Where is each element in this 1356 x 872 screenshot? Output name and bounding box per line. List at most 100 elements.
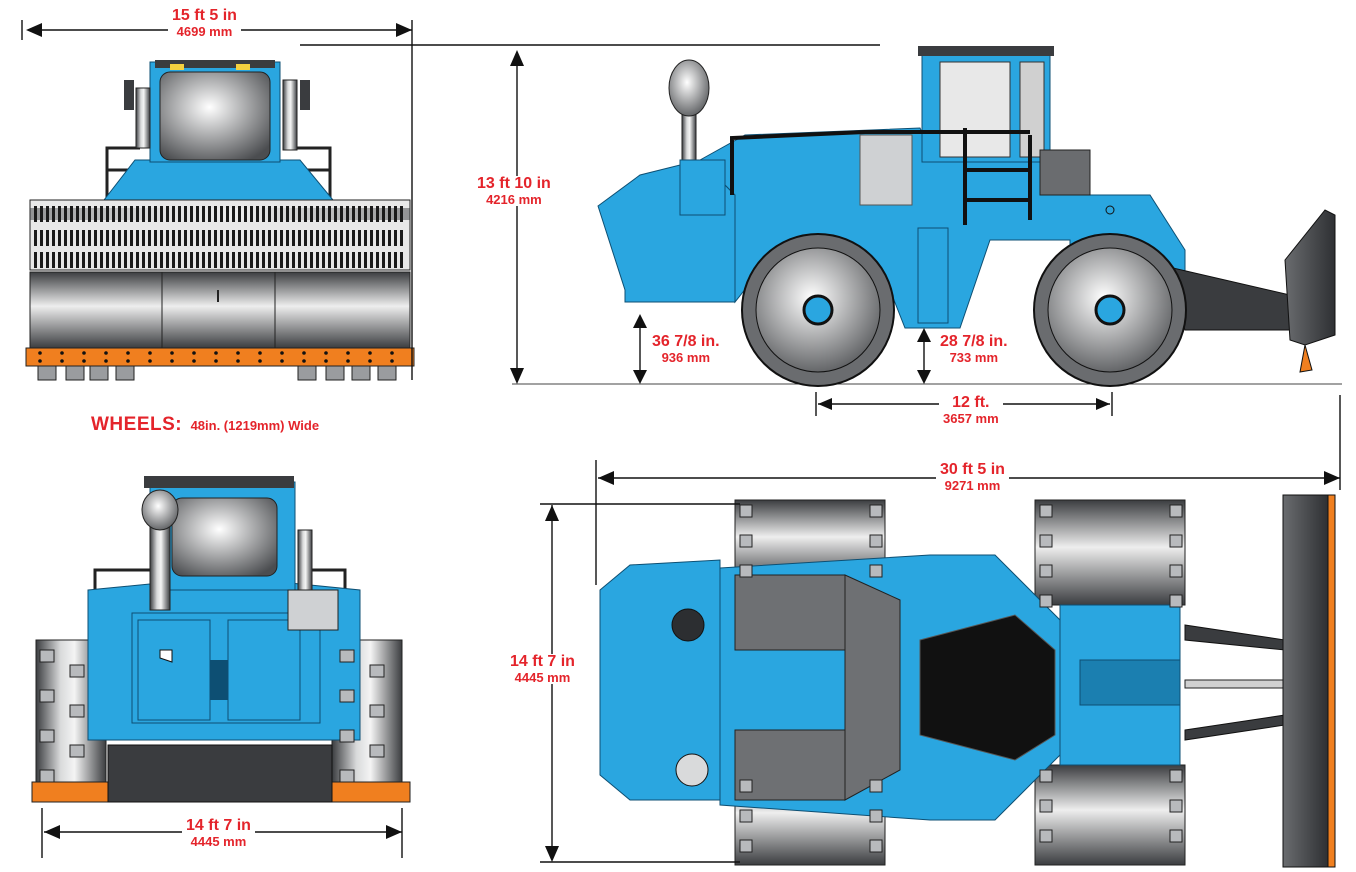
grille-slot — [208, 206, 211, 222]
grille-slot — [40, 230, 43, 246]
bolt — [346, 359, 350, 363]
grille-slot — [376, 252, 379, 268]
drum-tooth — [1039, 829, 1053, 843]
side-view — [512, 46, 1342, 387]
grille-slot — [226, 230, 229, 246]
center-clearance-label: 28 7/8 in. 733 mm — [936, 333, 1012, 365]
grille-slot — [262, 206, 265, 222]
grille-slot — [46, 252, 49, 268]
grille-slot — [196, 206, 199, 222]
drum-tooth — [869, 779, 883, 793]
grille-slot — [190, 206, 193, 222]
grille-slot — [184, 252, 187, 268]
grille-slot — [58, 230, 61, 246]
grille-slot — [82, 206, 85, 222]
front-view — [25, 60, 415, 381]
grille-slot — [286, 206, 289, 222]
bolt — [60, 351, 64, 355]
grille-slot — [76, 252, 79, 268]
grille-slot — [34, 252, 37, 268]
drum-tooth — [339, 649, 355, 663]
bolt — [60, 359, 64, 363]
rear-width-imperial: 14 ft 7 in — [186, 817, 251, 834]
bolt — [104, 359, 108, 363]
grille-slot — [316, 252, 319, 268]
grille-slot — [364, 230, 367, 246]
grille-slot — [352, 252, 355, 268]
grille-slot — [340, 206, 343, 222]
grille-slot — [166, 206, 169, 222]
grille-slot — [124, 252, 127, 268]
drum-tooth — [1169, 504, 1183, 518]
drum-tooth — [69, 744, 85, 758]
bolt — [390, 351, 394, 355]
grille-slot — [208, 252, 211, 268]
grille-slot — [76, 230, 79, 246]
grille-slot — [268, 206, 271, 222]
grille-slot — [136, 252, 139, 268]
grille-slot — [106, 206, 109, 222]
drum-tooth — [339, 689, 355, 703]
grille-slot — [334, 230, 337, 246]
drum-tooth — [39, 649, 55, 663]
overall-length-imperial: 30 ft 5 in — [940, 461, 1005, 478]
drum-tooth — [1039, 534, 1053, 548]
grille-slot — [124, 230, 127, 246]
drum-tooth — [739, 534, 753, 548]
grille-slot — [88, 206, 91, 222]
grille-slot — [214, 230, 217, 246]
grille-slot — [172, 206, 175, 222]
grille-slot — [400, 252, 403, 268]
bolt — [302, 351, 306, 355]
drum-tooth — [739, 504, 753, 518]
grille-slot — [118, 206, 121, 222]
bolt — [170, 359, 174, 363]
grille-slot — [106, 252, 109, 268]
grille-slot — [280, 230, 283, 246]
grille-slot — [184, 230, 187, 246]
grille-slot — [70, 252, 73, 268]
bolt — [104, 351, 108, 355]
grille-slot — [394, 252, 397, 268]
drum-tooth — [377, 365, 397, 381]
drum-tooth — [69, 704, 85, 718]
grille-slot — [382, 206, 385, 222]
top-width-label: 14 ft 7 in 4445 mm — [506, 653, 579, 685]
grille-slot — [112, 230, 115, 246]
grille-slot — [40, 206, 43, 222]
grille-slot — [142, 252, 145, 268]
grille-slot — [364, 206, 367, 222]
drum-tooth — [1169, 799, 1183, 813]
bolt — [368, 351, 372, 355]
grille-slot — [196, 252, 199, 268]
drum-tooth — [1039, 769, 1053, 783]
grille-slot — [172, 230, 175, 246]
grille-slot — [154, 230, 157, 246]
top-width-imperial: 14 ft 7 in — [510, 653, 575, 670]
grille-slot — [232, 252, 235, 268]
bolt — [324, 351, 328, 355]
grille-slot — [52, 230, 55, 246]
grille-slot — [34, 206, 37, 222]
grille-slot — [70, 230, 73, 246]
grille-slot — [244, 252, 247, 268]
drum-tooth — [115, 365, 135, 381]
grille-slot — [178, 252, 181, 268]
grille-slot — [226, 206, 229, 222]
grille-slot — [328, 206, 331, 222]
grille-slot — [388, 252, 391, 268]
drum-tooth — [1169, 769, 1183, 783]
grille-slot — [190, 252, 193, 268]
wheelbase-metric: 3657 mm — [943, 410, 999, 426]
grille-slot — [358, 252, 361, 268]
grille-slot — [100, 206, 103, 222]
bolt — [258, 351, 262, 355]
bolt — [148, 351, 152, 355]
grille-slot — [142, 230, 145, 246]
grille-slot — [178, 230, 181, 246]
grille-slot — [310, 206, 313, 222]
bolt — [126, 359, 130, 363]
grille-slot — [226, 252, 229, 268]
grille-slot — [274, 230, 277, 246]
grille-slot — [304, 230, 307, 246]
